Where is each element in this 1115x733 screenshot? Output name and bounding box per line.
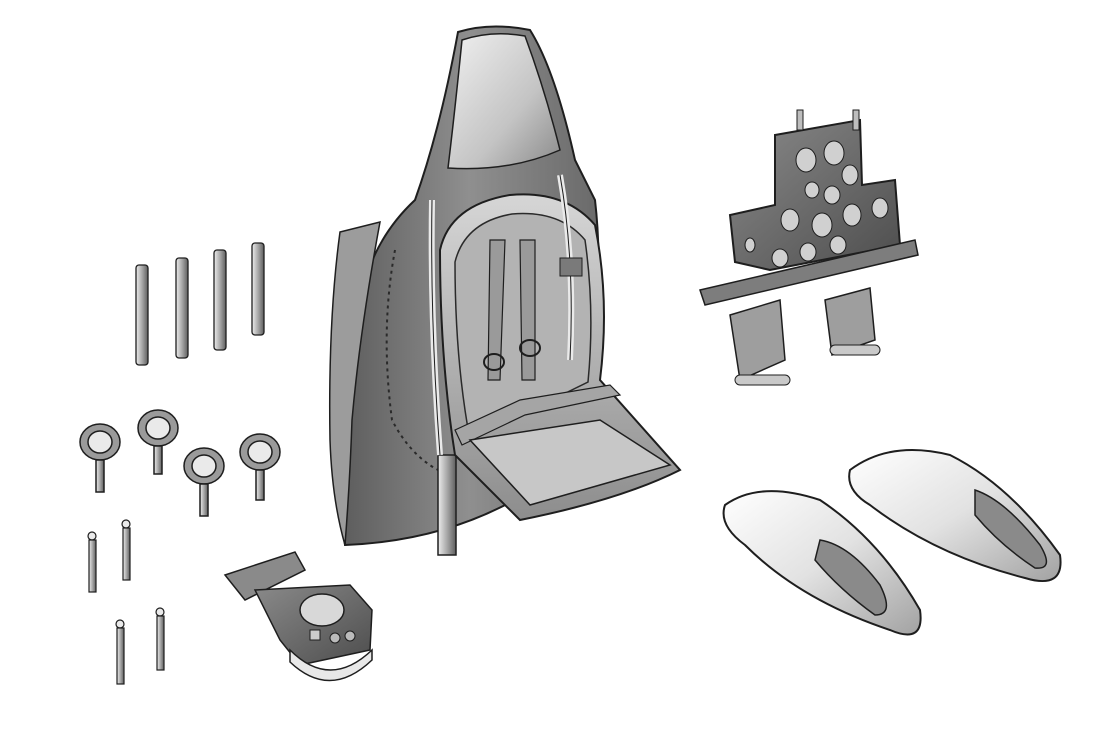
pins <box>87 519 165 685</box>
handwheels <box>79 409 281 517</box>
fairing-left <box>722 490 922 636</box>
control-box <box>223 551 373 682</box>
pilot-seat <box>428 174 682 522</box>
gun-barrels <box>135 242 265 366</box>
instrument-panel <box>699 109 919 386</box>
fairing-right <box>848 449 1062 583</box>
